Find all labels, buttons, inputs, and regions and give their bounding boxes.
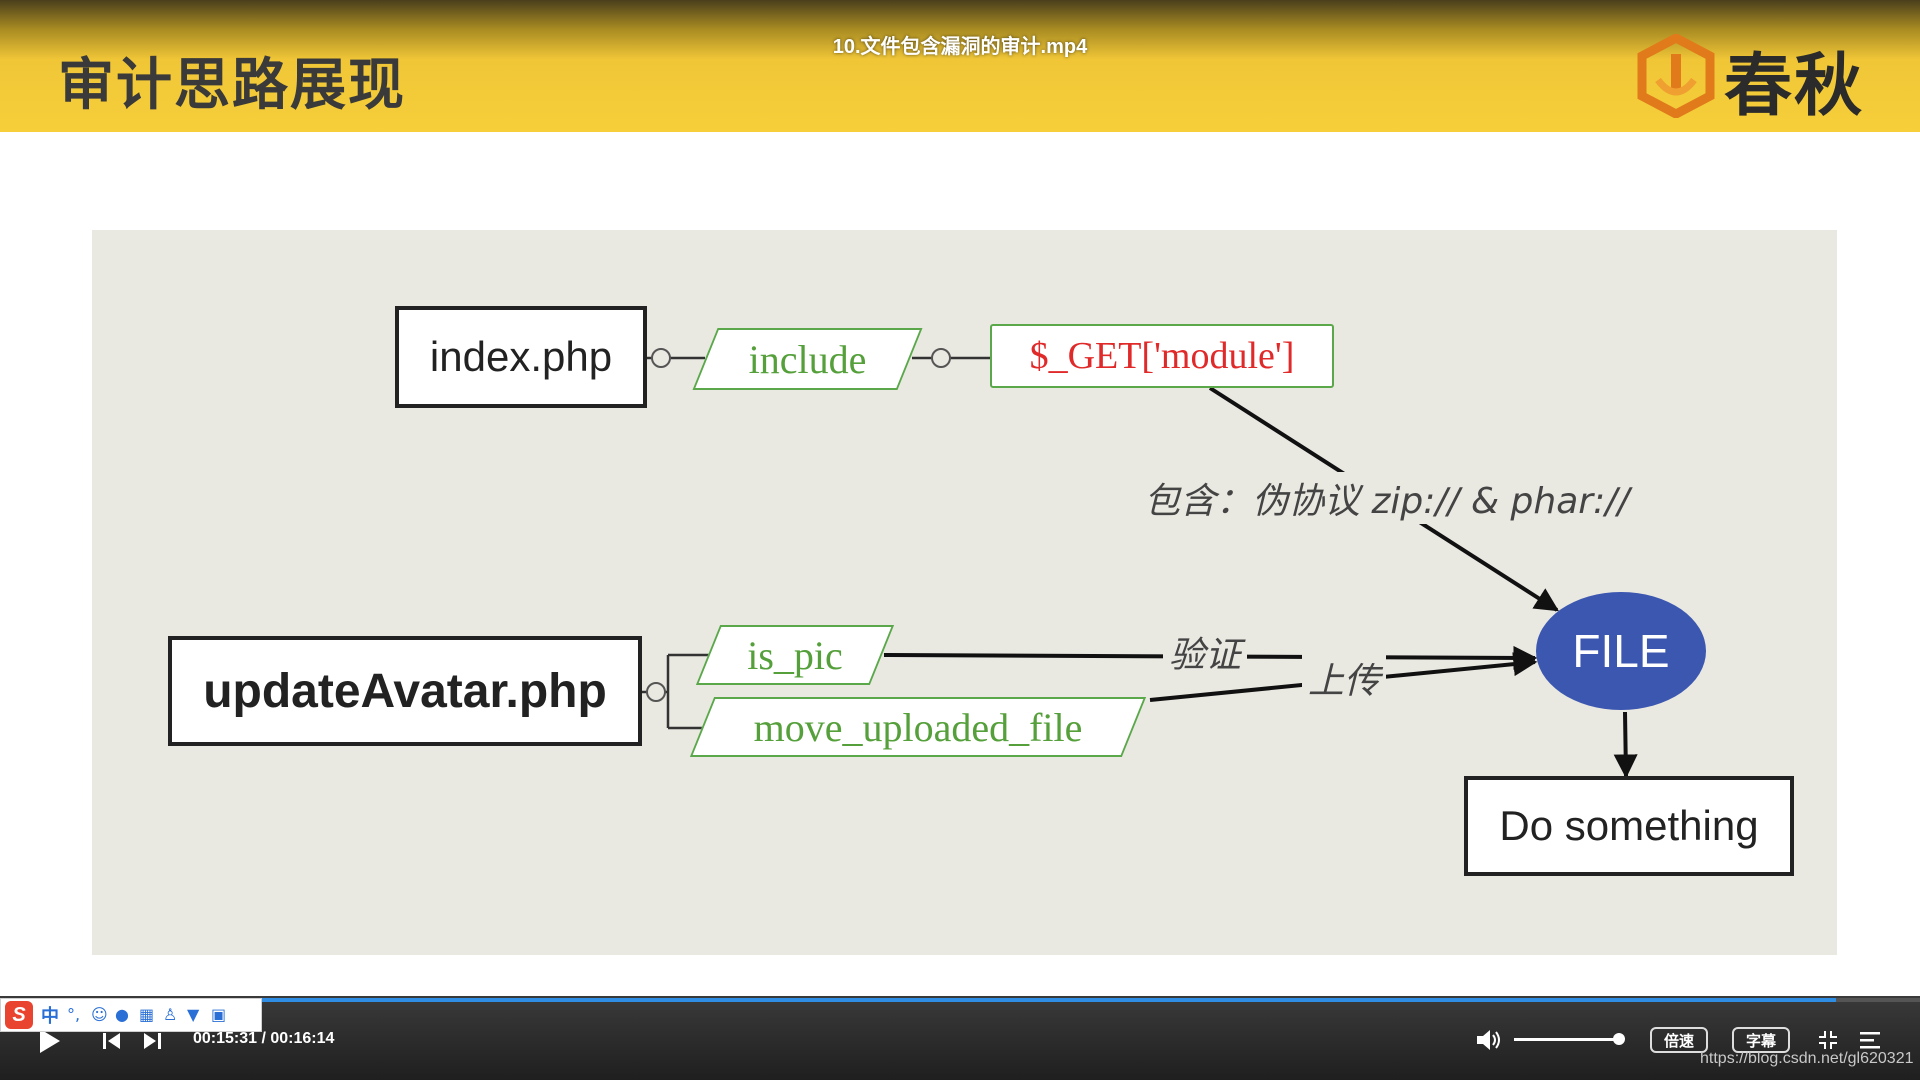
- video-title: 10.文件包含漏洞的审计.mp4: [832, 36, 1088, 58]
- ime-toolbar: S 中 °, ☺ ● ▦ ♙ ▼ ▣: [0, 998, 262, 1032]
- punctuation-icon[interactable]: °,: [67, 1005, 81, 1024]
- keyboard-icon[interactable]: ▦: [139, 1005, 155, 1024]
- connector-update: [646, 682, 666, 702]
- progress-bar[interactable]: [0, 998, 1920, 1002]
- op-include-label: include: [748, 336, 867, 382]
- exit-fullscreen-icon[interactable]: [1816, 1028, 1840, 1052]
- next-icon[interactable]: [140, 1029, 164, 1053]
- ime-mode[interactable]: 中: [41, 1006, 59, 1027]
- logo-text: 春秋: [1724, 47, 1865, 126]
- speed-button[interactable]: 倍速: [1650, 1027, 1708, 1053]
- op-is-pic-label: is_pic: [747, 632, 843, 678]
- volume-fill: [1514, 1038, 1619, 1041]
- op-move-uploaded-file: move_uploaded_file: [689, 697, 1147, 757]
- connector-index: [651, 348, 671, 368]
- microphone-icon[interactable]: ●: [115, 1005, 129, 1024]
- toolbox-icon[interactable]: ▣: [211, 1005, 227, 1024]
- edge-label-upload: 上传: [1302, 652, 1387, 704]
- watermark-url: https://blog.csdn.net/gl620321: [1700, 1050, 1914, 1067]
- emoji-icon[interactable]: ☺: [91, 1005, 108, 1024]
- edge-label-include: 包含：伪协议 zip:// & phar://: [1140, 472, 1634, 524]
- volume-icon[interactable]: [1474, 1026, 1502, 1054]
- node-do-something: Do something: [1464, 776, 1794, 876]
- progress-fill: [0, 998, 1836, 1002]
- logo-icon: [1637, 34, 1715, 118]
- node-update-avatar: updateAvatar.php: [168, 636, 642, 746]
- node-file: FILE: [1536, 592, 1706, 710]
- op-include: include: [692, 328, 923, 390]
- slide-title: 审计思路展现: [58, 53, 406, 118]
- user-icon[interactable]: ♙: [163, 1005, 178, 1024]
- volume-slider[interactable]: [1514, 1033, 1625, 1045]
- logo: 春秋: [1636, 30, 1876, 126]
- volume-handle[interactable]: [1612, 1033, 1625, 1045]
- previous-icon[interactable]: [100, 1029, 124, 1053]
- edge-file-do: [1613, 711, 1638, 779]
- node-index-php: index.php: [395, 306, 647, 408]
- subtitle-button[interactable]: 字幕: [1732, 1027, 1790, 1053]
- op-is-pic: is_pic: [695, 625, 895, 685]
- ime-logo-icon[interactable]: S: [5, 1001, 33, 1029]
- slide-header: [0, 0, 1920, 132]
- play-icon[interactable]: [34, 1026, 64, 1056]
- node-get-module: $_GET['module']: [990, 324, 1334, 388]
- edge-label-verify: 验证: [1163, 626, 1248, 678]
- skin-icon[interactable]: ▼: [187, 1005, 200, 1024]
- playback-time: 00:15:31 / 00:16:14: [193, 1030, 335, 1047]
- playlist-icon[interactable]: [1858, 1028, 1884, 1052]
- connector-include: [931, 348, 951, 368]
- op-move-label: move_uploaded_file: [753, 704, 1083, 750]
